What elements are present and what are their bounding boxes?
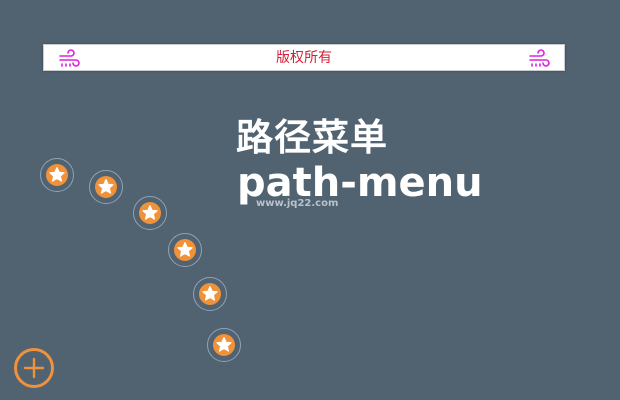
page-title-en: path-menu [237, 160, 483, 206]
menu-item-3[interactable] [133, 196, 167, 230]
menu-item-4[interactable] [168, 233, 202, 267]
copyright-banner: 版权所有 [43, 44, 565, 71]
menu-item-6[interactable] [207, 328, 241, 362]
wind-icon [529, 49, 550, 67]
menu-item-1[interactable] [40, 158, 74, 192]
star-icon [98, 179, 114, 194]
copyright-text: 版权所有 [276, 50, 332, 66]
star-icon [177, 242, 193, 257]
page-title-cn: 路径菜单 [236, 116, 388, 159]
star-icon [202, 286, 218, 301]
menu-toggle-button[interactable] [14, 348, 54, 388]
menu-item-2[interactable] [89, 170, 123, 204]
watermark: www.jq22.com [256, 198, 339, 209]
star-icon [216, 337, 232, 352]
menu-item-5[interactable] [193, 277, 227, 311]
star-icon [49, 167, 65, 182]
star-icon [142, 205, 158, 220]
wind-icon [59, 49, 80, 67]
plus-icon [23, 357, 45, 379]
